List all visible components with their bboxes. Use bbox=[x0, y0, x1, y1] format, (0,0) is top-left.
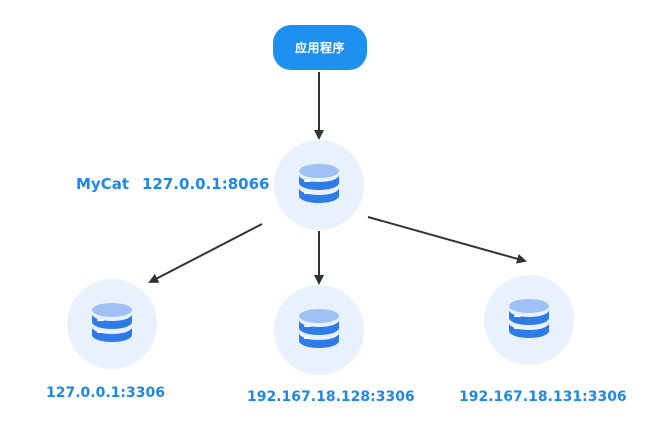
mycat-to-db1-arrow bbox=[148, 223, 263, 283]
db2-address-label: 192.167.18.128:3306 bbox=[247, 389, 415, 405]
mycat-to-db3-arrow bbox=[367, 216, 527, 264]
application-node-button[interactable]: 应用程序 bbox=[273, 25, 367, 70]
db3-address-label: 192.167.18.131:3306 bbox=[459, 389, 627, 405]
db1-address-label: 127.0.0.1:3306 bbox=[46, 385, 165, 401]
mycat-node[interactable] bbox=[274, 140, 364, 230]
db-node-2[interactable] bbox=[274, 285, 364, 375]
mycat-name-label: MyCat bbox=[76, 175, 130, 193]
database-icon bbox=[509, 299, 549, 338]
database-icon bbox=[299, 164, 339, 203]
mycat-address-label: 127.0.0.1:8066 bbox=[142, 175, 270, 193]
db-node-3[interactable] bbox=[484, 275, 574, 365]
database-icon bbox=[299, 309, 339, 348]
db-node-1[interactable] bbox=[67, 279, 157, 369]
database-icon bbox=[92, 303, 132, 342]
